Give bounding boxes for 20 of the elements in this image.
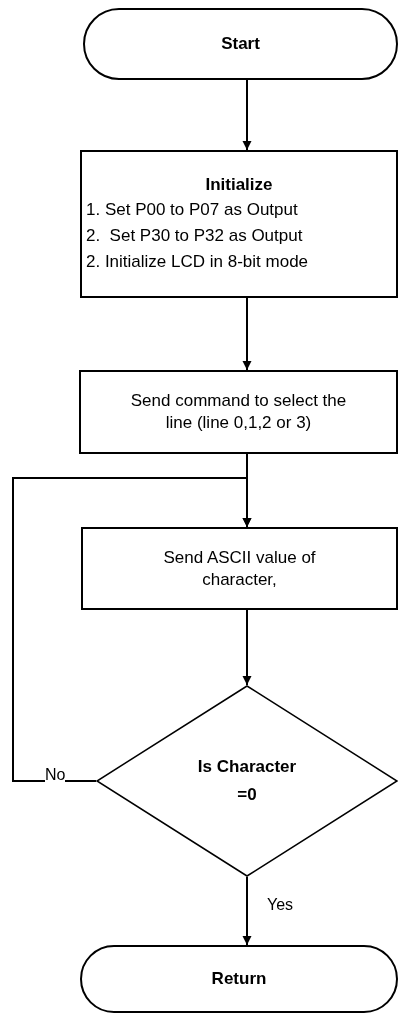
arrow (242, 79, 252, 151)
box-label: 1. Set P00 to P07 as Output (85, 199, 299, 221)
arrow (242, 609, 252, 686)
process-box (81, 527, 398, 610)
arrow (242, 876, 252, 946)
process-box (79, 370, 398, 454)
edge-label: No (45, 767, 66, 783)
process-box (80, 150, 398, 298)
arrow (12, 477, 252, 782)
box-label: 2. Initialize LCD in 8-bit mode (85, 251, 310, 273)
box-label: Send ASCII value of character, (162, 546, 317, 591)
terminal-label: Start (221, 33, 260, 56)
edge-label: Yes (267, 897, 294, 913)
box-label: Send command to select the line (line 0,1,2 or 3) (129, 390, 348, 434)
decision-diamond (96, 685, 398, 877)
terminal-label: Return (211, 968, 267, 991)
box-label: 2. Set P30 to P32 as Output (85, 225, 304, 247)
decision-label: Is Character =0 (196, 756, 298, 806)
box-heading: Initialize (204, 174, 274, 196)
arrow (242, 297, 252, 371)
